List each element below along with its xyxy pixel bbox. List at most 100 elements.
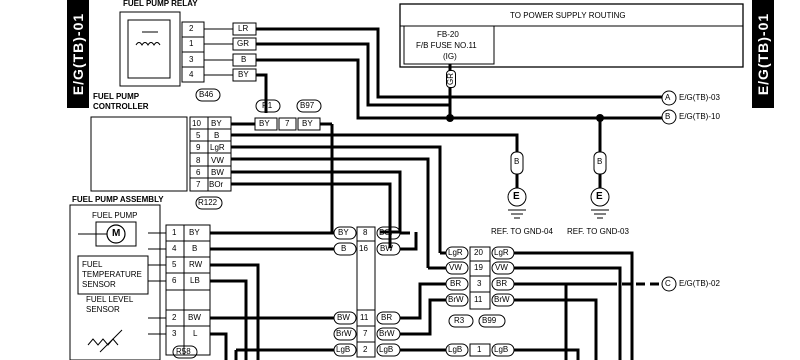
fuel-pump-relay-box — [119, 11, 181, 87]
offpage-a-label: E/G(TB)-03 — [679, 93, 720, 102]
power-supply-box — [399, 3, 744, 68]
r3-pin-20: 20 — [474, 248, 483, 257]
wire-b-gnd04 — [231, 133, 519, 152]
junction-dot-gnd03 — [596, 114, 604, 122]
mj-left-bw: BW — [337, 313, 350, 322]
wire-lgr — [231, 145, 442, 253]
asm-wire-lb: LB — [190, 276, 200, 285]
power-title: TO POWER SUPPLY ROUTING — [510, 11, 626, 20]
temp-sensor-line-3: SENSOR — [82, 280, 116, 289]
mj-pin-16: 16 — [359, 244, 368, 253]
r3-pin-3: 3 — [477, 279, 482, 288]
wire-gr — [256, 42, 450, 107]
wire-lb — [210, 279, 248, 360]
r3-left-lgr: LgR — [448, 248, 463, 257]
mj-left-b: B — [341, 244, 347, 253]
ctrl-pin-8: 8 — [196, 156, 201, 165]
gnd03-ref: REF. TO GND-03 — [567, 227, 629, 236]
ctrl-pin-9: 9 — [196, 143, 201, 152]
controller-title-1: FUEL PUMP — [93, 92, 140, 101]
ctrl-wire-bw: BW — [211, 168, 224, 177]
gnd03-symbol-letter: E — [596, 191, 603, 202]
asm-wire-by: BY — [189, 228, 200, 237]
mj-right-br: BR — [381, 313, 393, 322]
fuse-line-1: FB-20 — [437, 30, 459, 39]
wire-lgr-out — [514, 251, 634, 360]
temp-sensor-box — [77, 255, 149, 295]
r3-left-br: BR — [450, 279, 462, 288]
relay-pin-4: 4 — [189, 70, 194, 79]
power-wire-gr: GR — [446, 70, 456, 88]
controller-wire-column — [207, 116, 232, 192]
motor-letter: M — [112, 228, 121, 239]
offpage-a-circle — [661, 90, 677, 106]
mj-right-brw: BrW — [379, 329, 395, 338]
ctrl-wire-by: BY — [211, 119, 222, 128]
wire-brw-out — [514, 298, 598, 360]
gnd04-symbol-letter: E — [513, 191, 520, 202]
wire-b-to-b — [256, 58, 662, 120]
relay-ref: B46 — [199, 90, 214, 99]
mj-right-lgb: LgB — [379, 345, 394, 354]
mj-pin-2: 2 — [363, 345, 368, 354]
ground-03-symbol — [590, 187, 610, 207]
r3-right-lgr: LgR — [494, 248, 509, 257]
r3-pin-1: 1 — [477, 345, 482, 354]
fuel-pump-controller-box — [90, 116, 188, 192]
offpage-c-letter: C — [665, 279, 671, 288]
ctrl-wire-lgr: LgR — [210, 143, 225, 152]
b99-ref: B99 — [482, 316, 497, 325]
ctrl-wire-vw: VW — [211, 156, 224, 165]
relay-inner — [127, 19, 171, 79]
relay-pin-1: 1 — [189, 39, 194, 48]
ground-04-symbol — [507, 187, 527, 207]
left-page-tab: E/G(TB)-01 — [67, 0, 89, 108]
controller-ref: R122 — [198, 198, 218, 207]
wire-bw-ctrl — [231, 170, 402, 234]
ctrl-pin-7: 7 — [196, 180, 201, 189]
level-sensor-line-2: SENSOR — [86, 305, 120, 314]
mj-left-brw: BrW — [336, 329, 352, 338]
offpage-c-circle — [661, 276, 677, 292]
level-sensor-resistor-icon — [87, 338, 119, 346]
r3-ref: R3 — [454, 316, 465, 325]
ctrl-pin-10: 10 — [192, 119, 201, 128]
relay-pin-2: 2 — [189, 24, 194, 33]
offpage-b-letter: B — [665, 112, 671, 121]
r3-left-lgb: LgB — [448, 345, 463, 354]
mj-right-bw: BW — [380, 244, 393, 253]
relay-wire-gr: GR — [237, 39, 249, 48]
offpage-b-label: E/G(TB)-10 — [679, 112, 720, 121]
offpage-b-circle — [661, 109, 677, 125]
wire-lgb-out — [514, 348, 580, 360]
temp-sensor-line-1: FUEL — [82, 260, 103, 269]
temp-sensor-line-2: TEMPERATURE — [82, 270, 142, 279]
asm-pin-2: 2 — [172, 313, 177, 322]
asm-wire-l: L — [193, 329, 198, 338]
right-page-tab: E/G(TB)-01 — [752, 0, 774, 108]
asm-pin-6: 6 — [172, 276, 177, 285]
ctrl-wire-bor: BOr — [209, 180, 224, 189]
asm-pin-5: 5 — [172, 260, 177, 269]
relay-wire-b: B — [241, 55, 247, 64]
asm-wire-rw: RW — [189, 260, 203, 269]
joint-r1-pin: 7 — [285, 119, 290, 128]
joint-r1-ref: R1 — [262, 101, 273, 110]
r3-right-brw: BrW — [494, 295, 510, 304]
joint-r1-wire-right: BY — [302, 119, 313, 128]
r3-pin-19: 19 — [474, 263, 483, 272]
ctrl-pin-6: 6 — [196, 168, 201, 177]
relay-pin-3: 3 — [189, 55, 194, 64]
ctrl-pin-5: 5 — [196, 131, 201, 140]
wire-bor — [231, 182, 392, 248]
fuse-line-3: (IG) — [443, 52, 457, 61]
asm-pin-3: 3 — [172, 329, 177, 338]
fuel-pump-assembly-box — [69, 204, 161, 360]
wire-rw — [210, 263, 260, 360]
assembly-ref: R58 — [176, 347, 191, 356]
controller-title-2: CONTROLLER — [93, 102, 149, 111]
asm-wire-b: B — [192, 244, 198, 253]
joint-b97-ref: B97 — [300, 101, 315, 110]
mj-pin-8: 8 — [363, 228, 368, 237]
